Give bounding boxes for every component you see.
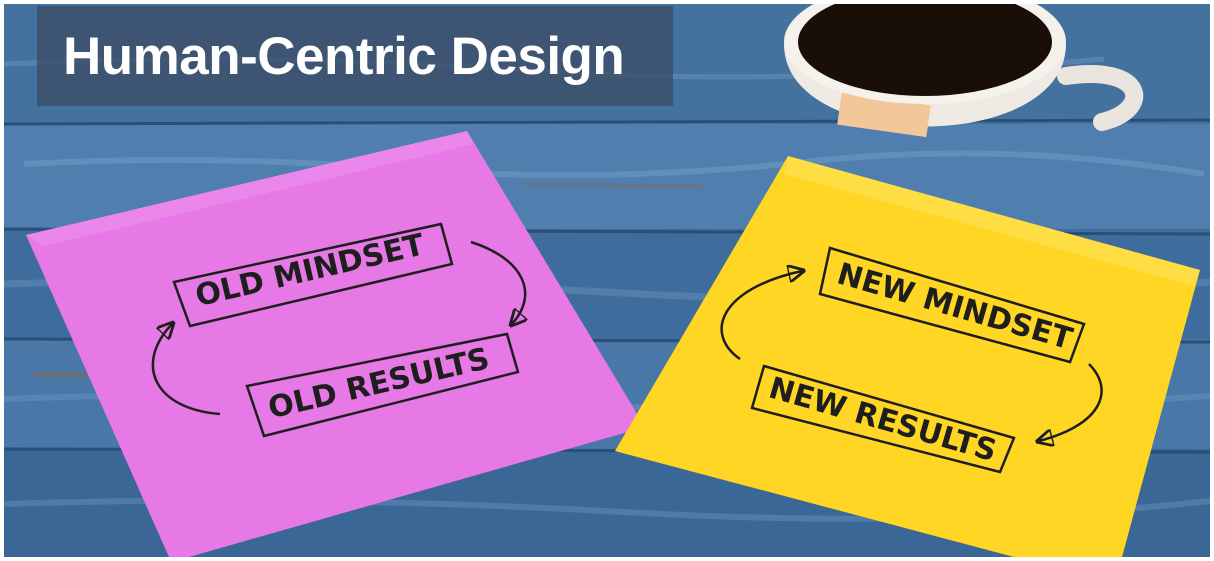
photo-frame: OLD MINDSET OLD RESULTS NEW MINDSET NEW … [4, 4, 1210, 557]
yellow-arrow-up [720, 271, 802, 361]
yellow-arrow-down [1039, 363, 1103, 441]
pink-sticky-note: OLD MINDSET OLD RESULTS [26, 131, 645, 557]
pink-arrow-right [470, 240, 525, 324]
title-banner: Human-Centric Design [37, 6, 673, 106]
page-title: Human-Centric Design [63, 26, 625, 86]
yellow-sticky-note: NEW MINDSET NEW RESULTS [615, 156, 1200, 557]
pink-arrow-left [151, 324, 221, 416]
coffee-mug [784, 4, 1144, 138]
scene-illustration: OLD MINDSET OLD RESULTS NEW MINDSET NEW … [4, 4, 1210, 557]
